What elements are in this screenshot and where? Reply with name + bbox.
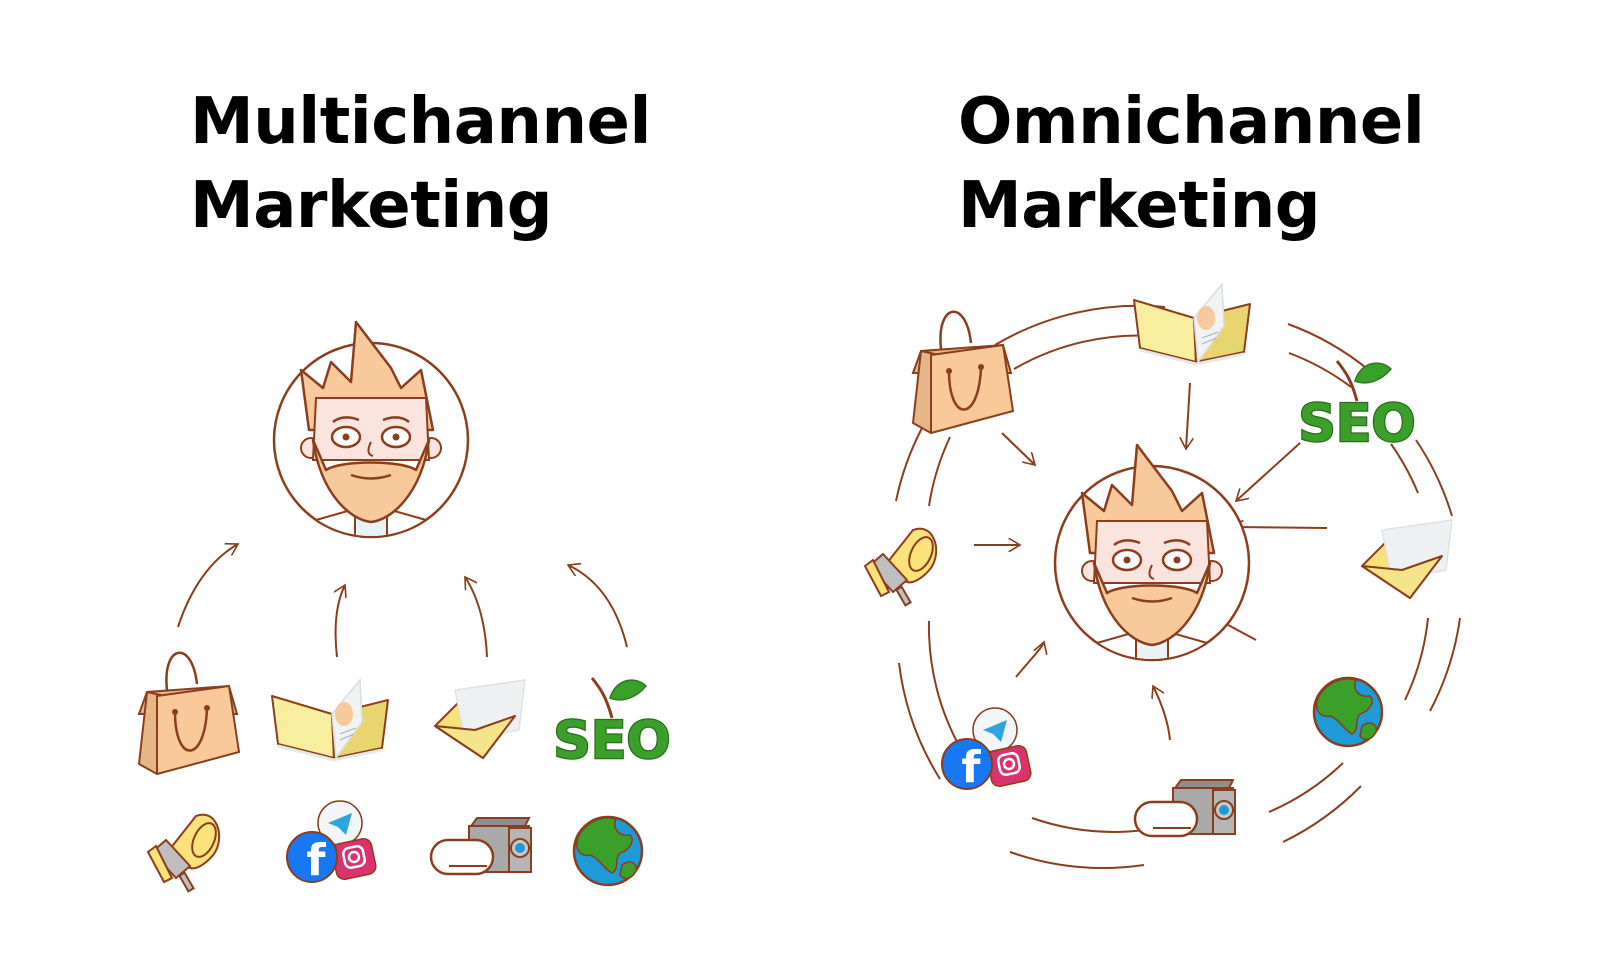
email-envelope-icon — [434, 679, 526, 759]
arrow-icon — [1236, 442, 1301, 501]
social-media-icon — [285, 799, 379, 888]
arrow-up-icon — [465, 577, 488, 658]
omnichannel-title-line1: Omnichannel — [958, 85, 1425, 159]
arrow-icon — [1015, 642, 1044, 678]
seo-icon — [1296, 359, 1418, 456]
omnichannel-arrows — [974, 382, 1328, 741]
brochure-icon — [270, 678, 390, 762]
shopping-bag-icon — [137, 651, 241, 776]
arrow-up-icon — [177, 544, 238, 628]
social-media-icon — [940, 706, 1034, 795]
arrow-icon — [1232, 527, 1328, 528]
email-envelope-icon — [1361, 519, 1453, 599]
omnichannel-title: Omnichannel Marketing — [958, 80, 1425, 248]
multichannel-title-line2: Marketing — [190, 169, 553, 243]
video-camera-icon — [1133, 778, 1237, 838]
arrow-icon — [1186, 382, 1190, 449]
multichannel-arrows — [177, 544, 628, 658]
multichannel-title-line1: Multichannel — [190, 85, 651, 159]
arrow-icon — [1001, 432, 1035, 465]
globe-icon — [572, 815, 644, 887]
globe-icon — [1312, 676, 1384, 748]
arrow-up-icon — [336, 585, 345, 658]
omnichannel-title-line2: Marketing — [958, 169, 1321, 243]
multichannel-diagram — [137, 322, 673, 893]
arrow-up-icon — [568, 565, 628, 648]
omnichannel-diagram — [864, 282, 1461, 869]
megaphone-icon — [864, 527, 939, 607]
brochure-icon — [1132, 282, 1252, 366]
seo-icon — [551, 676, 673, 773]
shopping-bag-icon — [911, 310, 1015, 435]
megaphone-icon — [147, 813, 222, 893]
customer-avatar — [1055, 445, 1249, 683]
multichannel-title: Multichannel Marketing — [190, 80, 651, 248]
customer-avatar — [274, 322, 468, 560]
video-camera-icon — [429, 816, 533, 876]
arrow-icon — [1153, 686, 1171, 741]
